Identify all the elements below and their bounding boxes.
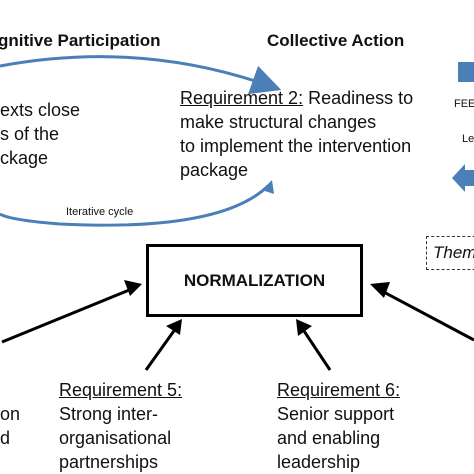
header-cognitive-participation: gnitive Participation	[0, 31, 161, 50]
arrow-req5-to-normalization	[144, 319, 182, 371]
requirement-6-block: Requirement 6: Senior support and enabli…	[277, 378, 400, 474]
right-fee-text: FEE	[454, 98, 474, 110]
bottom-left-line: on	[0, 404, 21, 424]
requirement-2-line: package	[180, 160, 249, 180]
right-block-arrow-top	[458, 62, 474, 82]
normalization-box: NORMALIZATION	[146, 244, 363, 317]
requirement-6-title: Requirement 6:	[277, 380, 401, 400]
bottom-left-line: d	[0, 428, 11, 448]
arrow-right-to-normalization	[370, 282, 474, 342]
requirement-2-line: to implement the intervention	[180, 136, 412, 156]
theme-box: Them	[426, 236, 474, 270]
iterative-cycle-bottom-arc	[0, 184, 270, 227]
requirement-5-title: Requirement 5:	[59, 380, 183, 400]
left-requirement-line: s of the	[0, 124, 60, 144]
requirement-6-line: and enabling	[277, 428, 381, 448]
iterative-cycle-arrowhead	[262, 180, 274, 194]
requirement-2-title: Requirement 2:	[180, 88, 304, 108]
normalization-label: NORMALIZATION	[183, 270, 326, 290]
arrow-req6-to-normalization	[296, 319, 332, 371]
arrow-left-to-normalization	[1, 280, 142, 344]
left-requirement-line: exts close	[0, 100, 81, 120]
left-requirement-text: exts close s of the ckage	[0, 98, 80, 170]
requirement-6-line: Senior support	[277, 404, 395, 424]
iterative-cycle-label: Iterative cycle	[66, 206, 134, 218]
requirement-6-line: leadership	[277, 452, 361, 472]
requirement-2-block: Requirement 2: Readiness to make structu…	[180, 86, 413, 182]
requirement-2-line1: Readiness to	[303, 88, 414, 108]
right-le-text: Le	[462, 133, 474, 145]
requirement-5-line: Strong inter-	[59, 404, 159, 424]
bottom-left-fragments: on d	[0, 402, 20, 450]
iterative-cycle-top-arc	[0, 55, 282, 95]
requirement-2-first-line: Requirement 2: Readiness to	[180, 86, 413, 110]
right-block-arrow-bottom	[452, 164, 474, 192]
requirement-5-block: Requirement 5: Strong inter- organisatio…	[59, 378, 182, 474]
left-requirement-line: ckage	[0, 148, 49, 168]
requirement-5-line: organisational	[59, 428, 172, 448]
requirement-2-line: make structural changes	[180, 112, 377, 132]
header-collective-action: Collective Action	[267, 31, 405, 50]
requirement-5-line: partnerships	[59, 452, 159, 472]
